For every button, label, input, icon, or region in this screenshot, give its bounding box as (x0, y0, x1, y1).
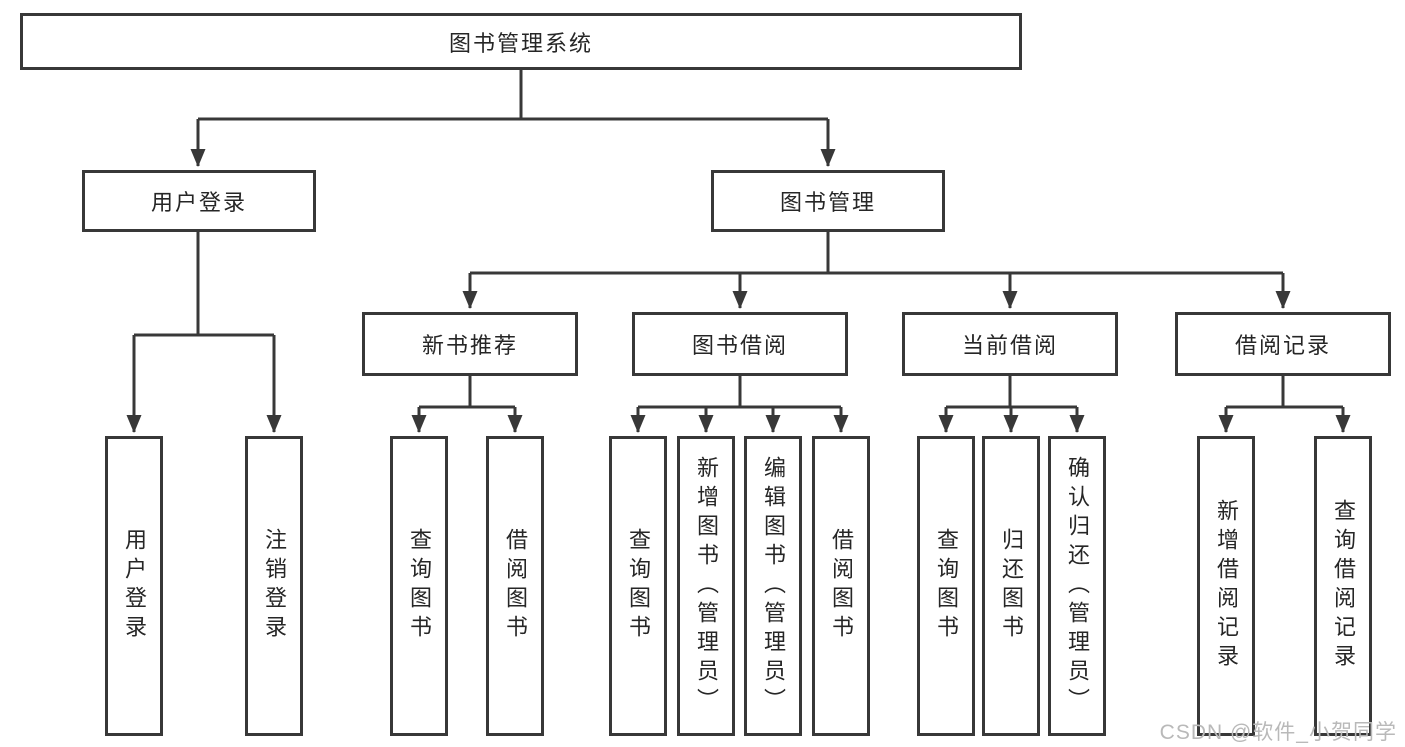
watermark: CSDN @软件_小贺同学 (1159, 721, 1397, 744)
node-label: 当前借阅 (961, 333, 1058, 358)
leaf-borrowing-borrow-books: 借阅图书 (812, 436, 870, 736)
leaf-label: 确认归还（管理员） (1065, 455, 1090, 717)
node-label: 新书推荐 (421, 333, 518, 358)
node-label: 用户登录 (150, 190, 247, 215)
leaf-logout: 注销登录 (245, 436, 303, 736)
leaf-borrowing-add-books-admin: 新增图书（管理员） (677, 436, 735, 736)
node-current-borrowing: 当前借阅 (902, 312, 1118, 376)
node-user-login: 用户登录 (82, 170, 316, 232)
leaf-label: 编辑图书（管理员） (761, 455, 786, 717)
leaf-current-confirm-return-admin: 确认归还（管理员） (1048, 436, 1106, 736)
leaf-label: 借阅图书 (829, 528, 854, 644)
leaf-user-login: 用户登录 (105, 436, 163, 736)
leaf-new-book-borrow-books: 借阅图书 (486, 436, 544, 736)
leaf-label: 用户登录 (122, 528, 147, 644)
leaf-current-return-books: 归还图书 (982, 436, 1040, 736)
node-label: 图书借阅 (691, 333, 788, 358)
node-label: 图书管理系统 (448, 30, 593, 56)
node-borrowing-records: 借阅记录 (1175, 312, 1391, 376)
node-new-book-recommendation: 新书推荐 (362, 312, 578, 376)
leaf-current-query-books: 查询图书 (917, 436, 975, 736)
node-label: 图书管理 (779, 190, 876, 215)
leaf-label: 查询图书 (934, 528, 959, 644)
leaf-label: 归还图书 (999, 528, 1024, 644)
leaf-label: 新增借阅记录 (1214, 499, 1239, 673)
node-label: 借阅记录 (1234, 333, 1331, 358)
leaf-label: 注销登录 (262, 528, 287, 644)
leaf-label: 查询借阅记录 (1331, 499, 1356, 673)
leaf-borrowing-query-books: 查询图书 (609, 436, 667, 736)
leaf-label: 借阅图书 (503, 528, 528, 644)
leaf-records-query-record: 查询借阅记录 (1314, 436, 1372, 736)
leaf-borrowing-edit-books-admin: 编辑图书（管理员） (744, 436, 802, 736)
node-book-management: 图书管理 (711, 170, 945, 232)
leaf-label: 新增图书（管理员） (694, 455, 719, 717)
leaf-new-book-query-books: 查询图书 (390, 436, 448, 736)
leaf-label: 查询图书 (407, 528, 432, 644)
leaf-label: 查询图书 (626, 528, 651, 644)
node-library-management-system: 图书管理系统 (20, 13, 1022, 70)
leaf-records-add-record: 新增借阅记录 (1197, 436, 1255, 736)
node-book-borrowing: 图书借阅 (632, 312, 848, 376)
